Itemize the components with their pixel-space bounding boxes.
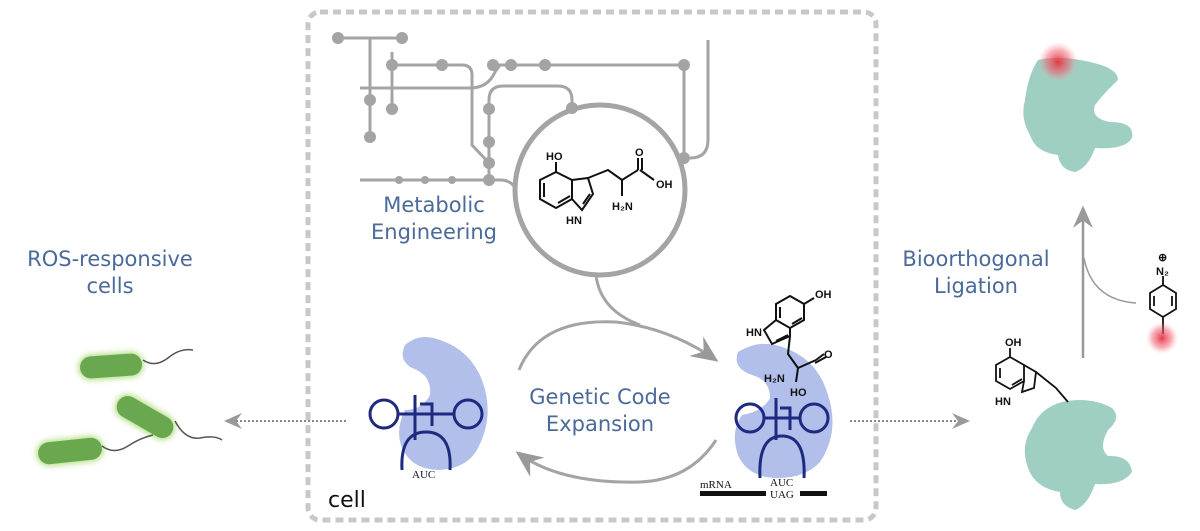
anticodon-right: AUC: [770, 477, 793, 489]
bacteria-group: [36, 348, 223, 467]
bioorthogonal-ligation-label: Bioorthogonal Ligation: [896, 246, 1056, 300]
bio-label-line2: Ligation: [934, 274, 1018, 298]
chem-o-label: O: [635, 147, 644, 159]
hydroxytryptophan-structure: [539, 158, 655, 212]
chem-hn-protein: HN: [995, 396, 1011, 408]
chem-ho-right: HO: [790, 387, 807, 399]
red-glow-probe: [1146, 322, 1178, 354]
ros-responsive-cells-label: ROS-responsive cells: [20, 246, 200, 300]
metabolic-engineering-label: Metabolic Engineering: [364, 192, 504, 246]
chem-n2-label: N₂: [1156, 266, 1169, 278]
hydroxyindole-on-protein: [995, 348, 1069, 403]
chem-plus-charge: ⊕: [1158, 252, 1167, 264]
mrna-label: mRNA: [700, 479, 732, 491]
genetic-code-expansion-label: Genetic Code Expansion: [520, 384, 680, 438]
chem-oh-label: OH: [656, 179, 673, 191]
chem-ho-label: HO: [546, 151, 563, 163]
codon-uag: UAG: [770, 489, 794, 501]
ros-label-line2: cells: [86, 274, 134, 298]
pathway-nodes: [332, 32, 690, 186]
metabolic-label-line2: Engineering: [371, 220, 497, 244]
chem-hn-right: HN: [746, 327, 762, 339]
ligation-curve: [1083, 257, 1137, 304]
ribosome-left: [399, 336, 488, 470]
chem-hn-label: HN: [566, 215, 582, 227]
metabolic-pathway-network: [338, 36, 719, 484]
bio-label-line1: Bioorthogonal: [902, 247, 1050, 271]
protein-bottom: [1024, 400, 1132, 510]
trna-left: [368, 395, 484, 471]
chem-o-right: O: [824, 349, 833, 361]
chem-oh-right: OH: [815, 289, 832, 301]
gce-label-line1: Genetic Code: [529, 385, 671, 409]
ribosome-right: [734, 343, 833, 478]
trna-right: [734, 398, 830, 479]
anticodon-left: AUC: [412, 469, 435, 481]
cell-label: cell: [328, 488, 366, 513]
ros-label-line1: ROS-responsive: [27, 247, 193, 271]
mrna-strand-right: [800, 491, 827, 496]
bacterium: [114, 394, 223, 441]
gce-label-line2: Expansion: [545, 412, 655, 436]
amino-acid-on-trna: [762, 294, 827, 383]
bacterium: [78, 348, 194, 381]
protein-top: [1023, 42, 1133, 172]
chem-h2n-label: H₂N: [612, 201, 633, 213]
chem-oh-protein: OH: [1005, 337, 1022, 349]
chem-h2n-right: H₂N: [764, 373, 785, 385]
mrna-strand-left: [700, 491, 766, 496]
metabolic-label-line1: Metabolic: [383, 193, 485, 217]
bacterium: [36, 434, 154, 467]
